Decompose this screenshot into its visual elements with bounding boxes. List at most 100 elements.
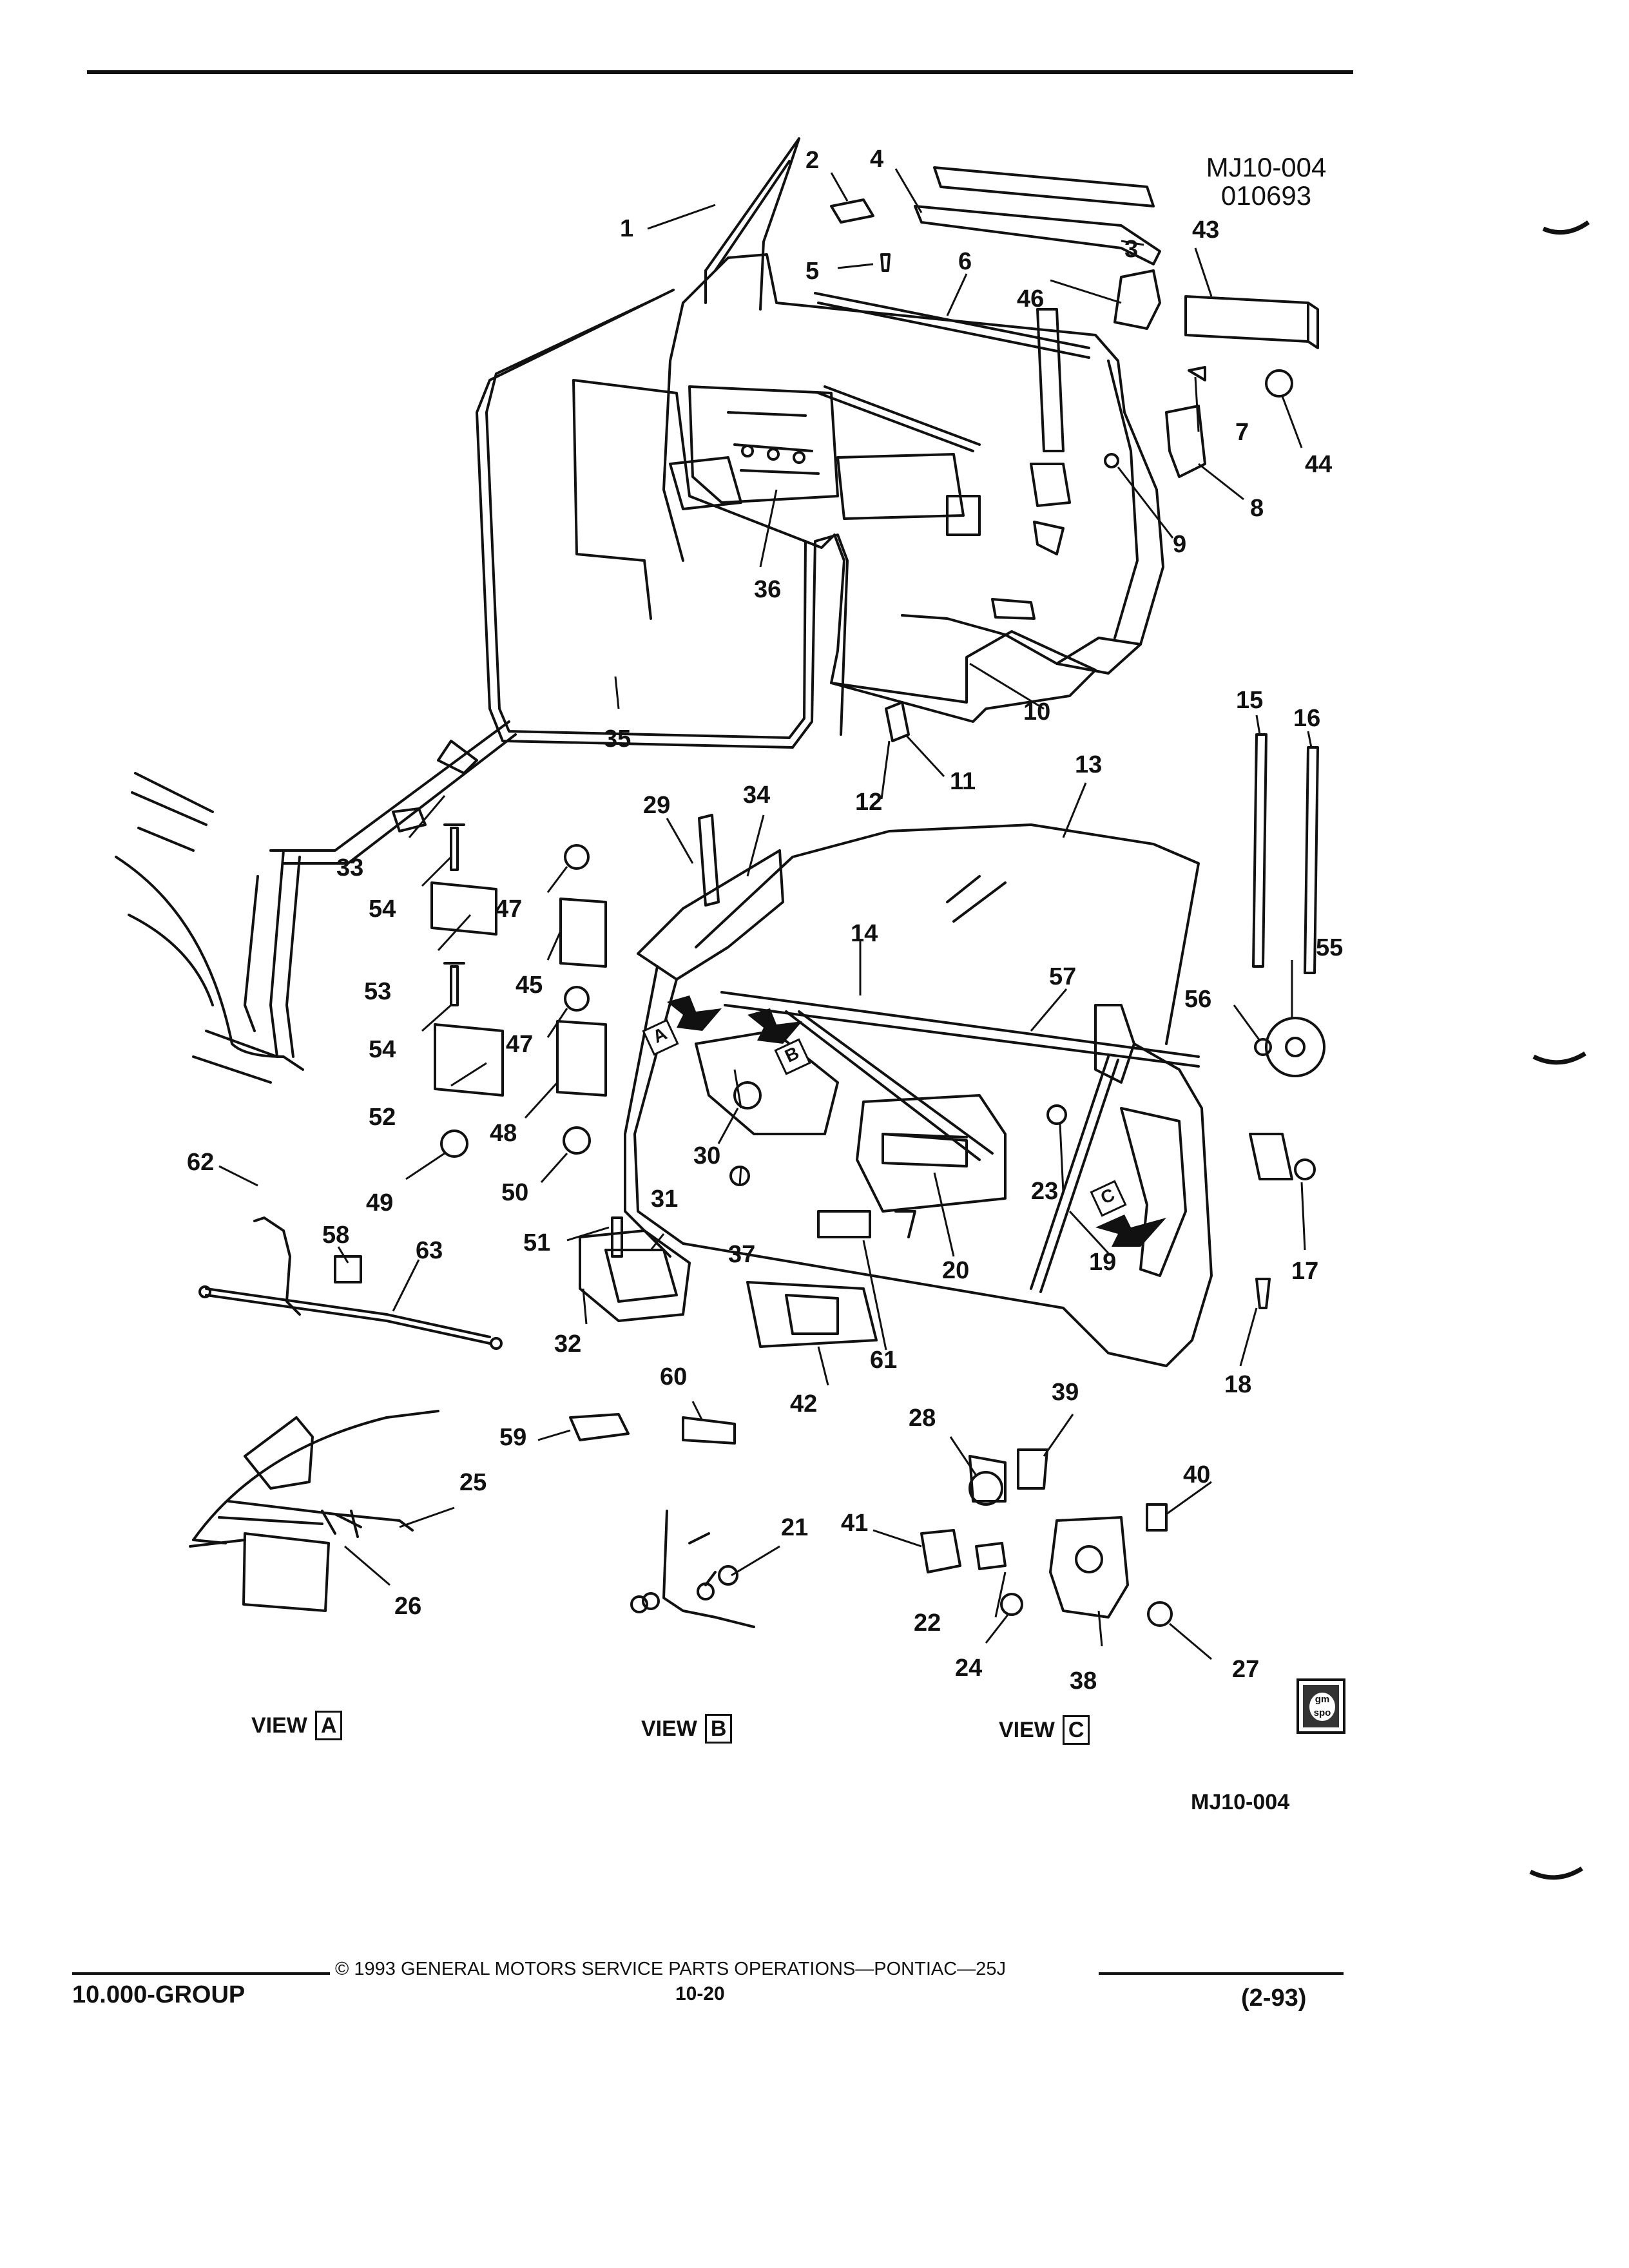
callout-41: 41 xyxy=(841,1510,869,1537)
callout-3: 3 xyxy=(1124,236,1139,263)
callout-63: 63 xyxy=(416,1237,443,1264)
callout-8: 8 xyxy=(1250,495,1264,522)
footer-page-number: 10-20 xyxy=(675,1983,725,2004)
callout-60: 60 xyxy=(660,1363,688,1390)
view-word-b: VIEW xyxy=(641,1716,697,1741)
view-letter-c: C xyxy=(1062,1715,1090,1745)
water-deflector-10 xyxy=(574,380,1095,722)
callout-33: 33 xyxy=(336,854,364,881)
callout-43: 43 xyxy=(1192,216,1220,244)
callout-27: 27 xyxy=(1232,1656,1260,1683)
callout-28: 28 xyxy=(909,1405,936,1432)
callout-59: 59 xyxy=(499,1424,527,1451)
callout-14: 14 xyxy=(851,920,878,947)
view-label-a: VIEW A xyxy=(251,1711,343,1740)
callout-39: 39 xyxy=(1052,1379,1079,1406)
callout-4: 4 xyxy=(870,146,884,173)
callout-2: 2 xyxy=(805,147,820,174)
callout-20: 20 xyxy=(942,1257,970,1284)
callout-15: 15 xyxy=(1236,687,1264,714)
callout-22: 22 xyxy=(914,1610,941,1637)
callout-55: 55 xyxy=(1316,934,1344,961)
callout-56: 56 xyxy=(1184,986,1212,1013)
callout-40: 40 xyxy=(1183,1461,1211,1488)
callout-24: 24 xyxy=(955,1655,983,1682)
body-pillar xyxy=(116,722,516,1082)
upper-door-assembly xyxy=(664,139,1318,673)
callout-26: 26 xyxy=(394,1593,422,1620)
drawing-code: MJ10-004 xyxy=(1206,152,1327,182)
callout-19: 19 xyxy=(1089,1249,1117,1276)
callout-34: 34 xyxy=(743,782,771,809)
drawing-reference: MJ10-004 010693 xyxy=(1189,153,1344,210)
logo-line-1: gm xyxy=(1315,1694,1330,1705)
footer-copyright: © 1993 GENERAL MOTORS SERVICE PARTS OPER… xyxy=(335,1959,1006,1979)
footer-revision: (2-93) xyxy=(1241,1984,1307,2012)
callout-11: 11 xyxy=(950,768,976,795)
callout-62: 62 xyxy=(187,1149,215,1176)
view-a-detail xyxy=(190,1411,438,1611)
callout-38: 38 xyxy=(1070,1667,1097,1695)
arrow-a-icon xyxy=(643,995,722,1055)
callout-7: 7 xyxy=(1235,419,1249,446)
callout-36: 36 xyxy=(754,576,782,603)
callout-54: 54 xyxy=(369,896,396,923)
logo-line-2: spo xyxy=(1313,1707,1331,1718)
drawing-date: 010693 xyxy=(1220,180,1312,211)
lower-door-assembly xyxy=(625,825,1211,1366)
callout-50: 50 xyxy=(501,1179,529,1206)
callout-42: 42 xyxy=(790,1390,818,1418)
view-letter-a: A xyxy=(314,1711,343,1740)
callout-48: 48 xyxy=(490,1120,517,1147)
callout-35: 35 xyxy=(604,726,631,753)
view-word-c: VIEW xyxy=(999,1718,1055,1742)
view-label-b: VIEW B xyxy=(641,1714,733,1744)
callout-12: 12 xyxy=(855,789,883,816)
callout-49: 49 xyxy=(366,1189,394,1216)
bottom-drawing-code: MJ10-004 xyxy=(1191,1790,1290,1814)
weatherstrip-35 xyxy=(477,290,847,747)
callout-54b: 54 xyxy=(369,1036,396,1063)
callout-61: 61 xyxy=(870,1347,898,1374)
callout-31: 31 xyxy=(651,1186,679,1213)
view-word-a: VIEW xyxy=(251,1713,307,1738)
callout-30: 30 xyxy=(693,1142,721,1169)
arrow-c-icon xyxy=(1091,1181,1166,1247)
callout-13: 13 xyxy=(1075,751,1103,778)
callout-47b: 47 xyxy=(506,1031,534,1058)
callout-57: 57 xyxy=(1049,963,1077,990)
gm-spo-logo-icon: gm spo xyxy=(1296,1678,1345,1734)
callout-32: 32 xyxy=(554,1331,582,1358)
callout-44: 44 xyxy=(1305,451,1333,478)
callout-25: 25 xyxy=(459,1469,487,1496)
callout-10: 10 xyxy=(1023,698,1051,726)
callout-51: 51 xyxy=(523,1229,551,1256)
callout-47: 47 xyxy=(495,896,523,923)
view-letter-b: B xyxy=(704,1714,733,1744)
callout-16: 16 xyxy=(1293,705,1321,732)
callout-6: 6 xyxy=(958,248,972,275)
callout-17: 17 xyxy=(1291,1258,1319,1285)
callout-58: 58 xyxy=(322,1222,350,1249)
view-b-detail xyxy=(631,1511,754,1627)
callout-29: 29 xyxy=(643,792,671,819)
callout-21: 21 xyxy=(781,1514,809,1541)
arrow-b-icon xyxy=(747,1008,810,1074)
callout-37: 37 xyxy=(728,1241,756,1268)
callout-52: 52 xyxy=(369,1104,396,1131)
callout-5: 5 xyxy=(805,258,820,285)
loose-parts xyxy=(200,735,1324,1626)
callout-18: 18 xyxy=(1224,1371,1252,1398)
footer-group: 10.000-GROUP xyxy=(72,1981,246,2008)
callout-45: 45 xyxy=(516,972,543,999)
callout-53: 53 xyxy=(364,978,392,1005)
callout-9: 9 xyxy=(1173,531,1187,558)
callout-46: 46 xyxy=(1017,285,1045,312)
view-label-c: VIEW C xyxy=(999,1715,1090,1745)
callout-23: 23 xyxy=(1031,1178,1059,1205)
